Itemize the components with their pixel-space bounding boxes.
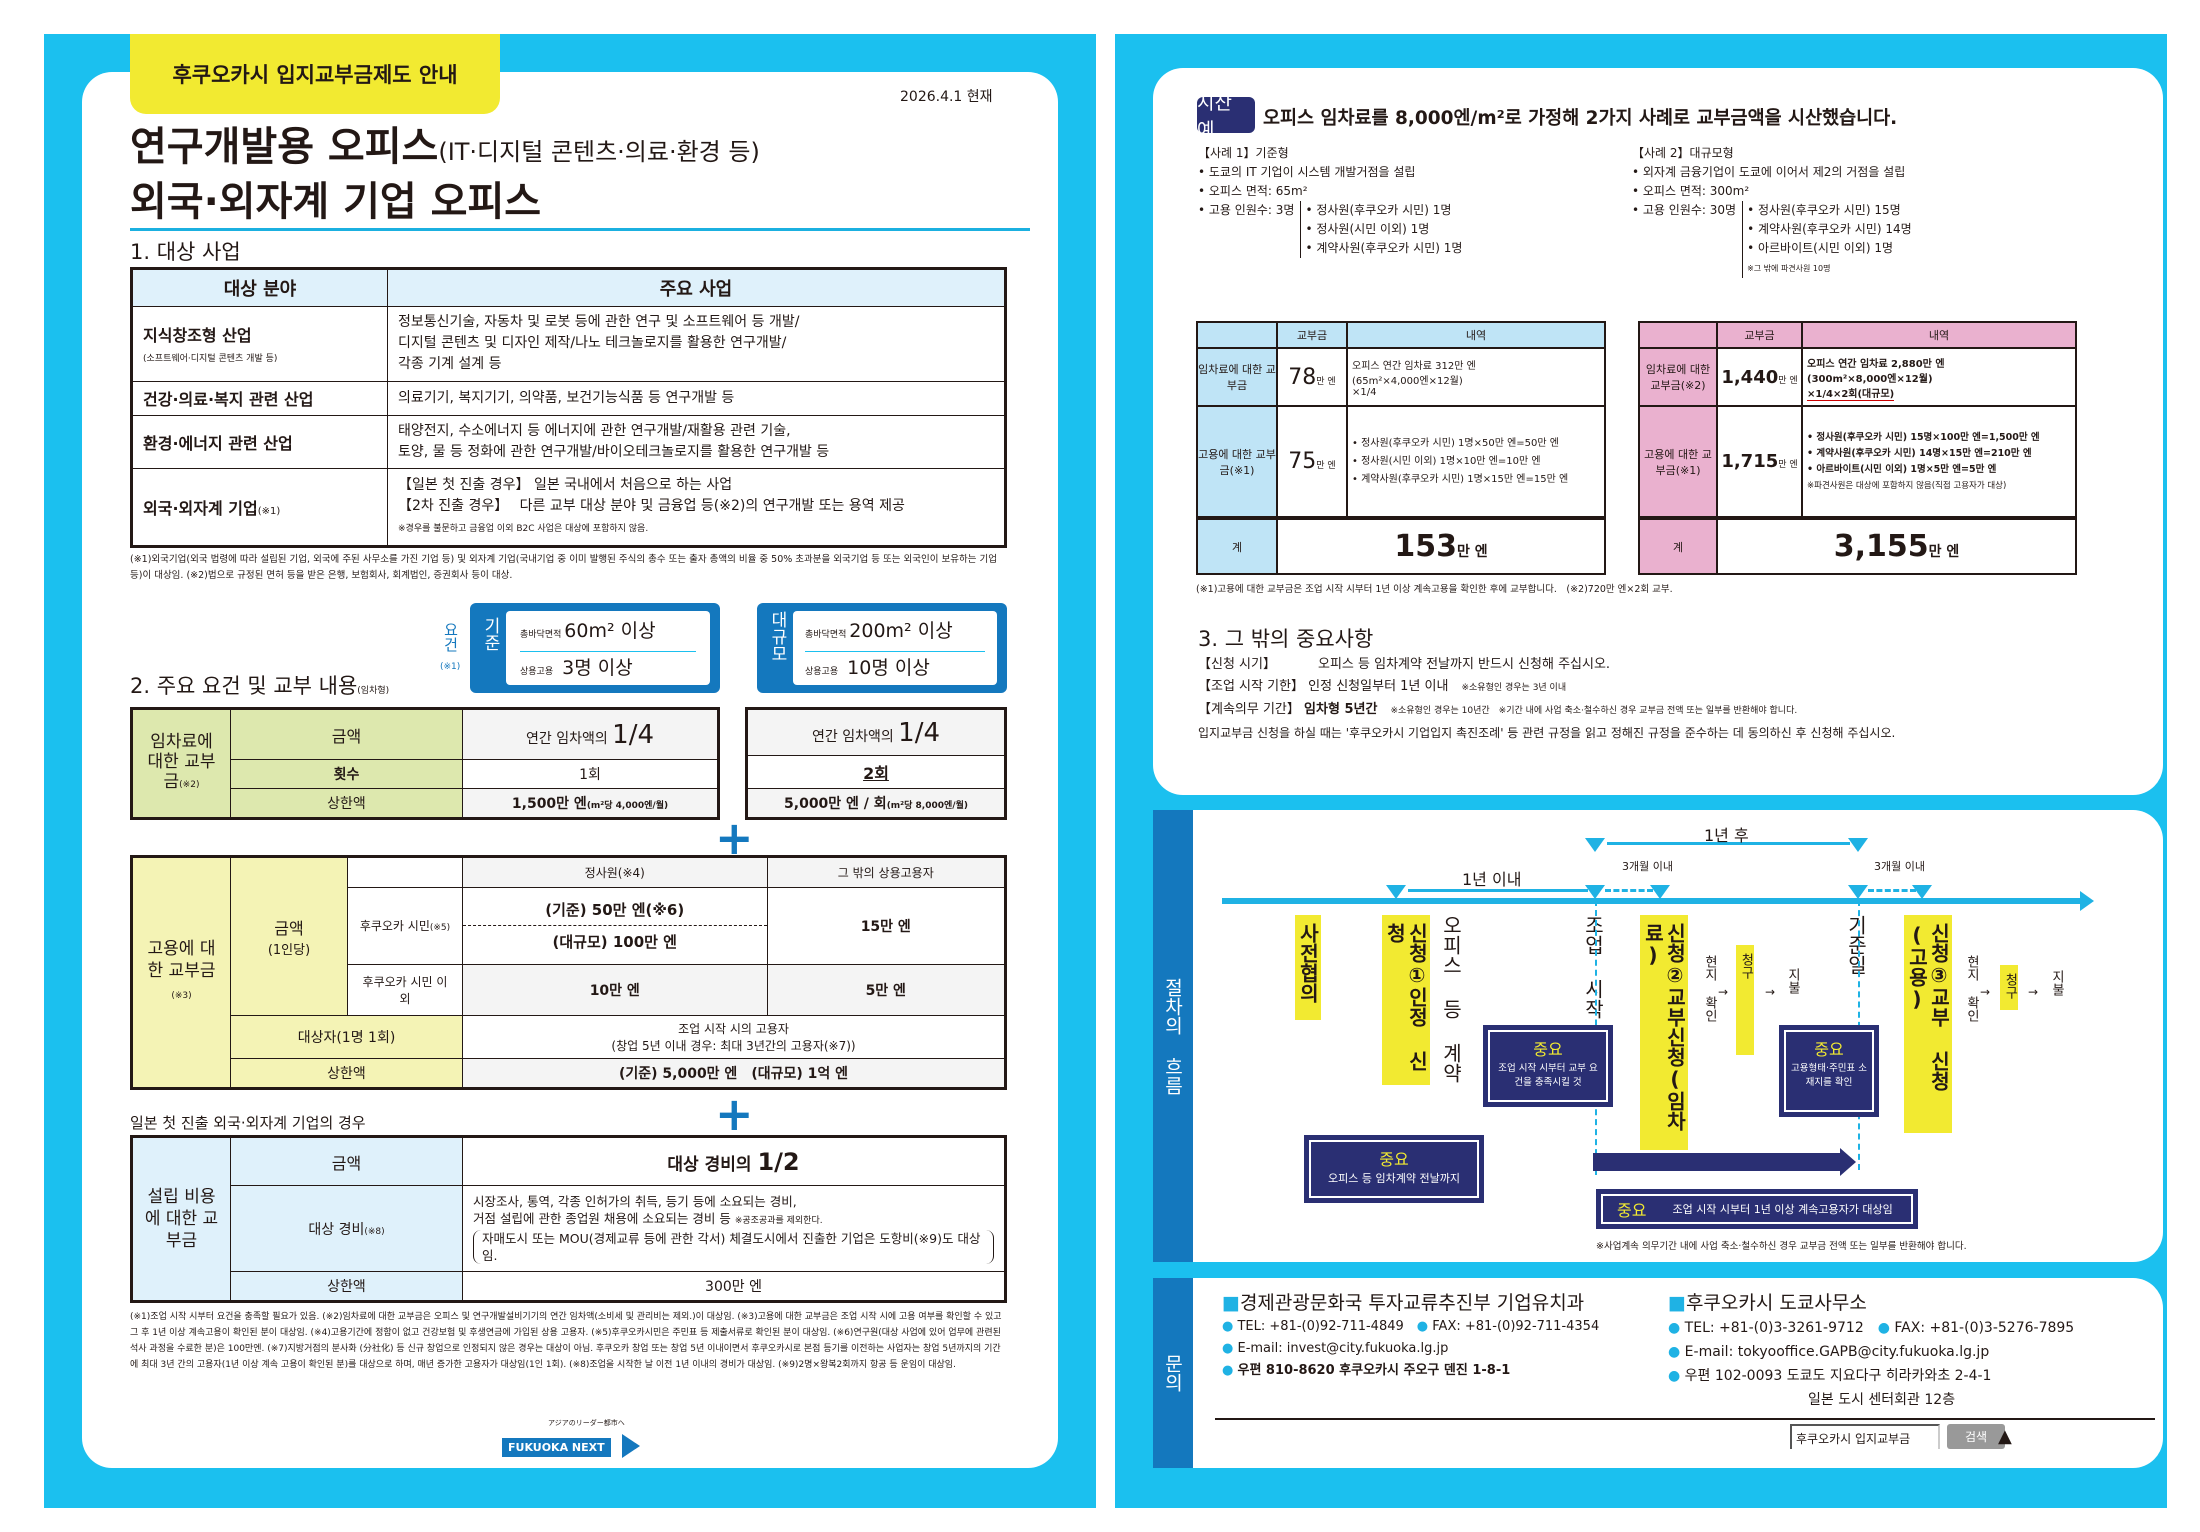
large-requirement-box: 대규모 총바닥면적 200m² 이상 상용고용 10명 이상 bbox=[757, 603, 1007, 693]
continuous-employment-bar bbox=[1593, 1153, 1843, 1171]
case2-description: 【사례 2】대규모형• 외자계 금융기업이 도쿄에 이어서 제2의 거점을 설립… bbox=[1632, 144, 1912, 278]
step-application-3: 신청③교부 신청(고용) bbox=[1904, 915, 1952, 1133]
step-payment: 지불 bbox=[2049, 970, 2064, 996]
span-after-line bbox=[1607, 842, 1850, 845]
table-row: 외국·외자계 기업(※1)【일본 첫 진출 경우】 일본 국내에서 처음으로 하… bbox=[132, 468, 1005, 546]
search-button[interactable]: 검색 bbox=[1947, 1424, 2005, 1449]
contact-tokyo-office: ■후쿠오카시 도쿄사무소 ● TEL: +81-(0)3-3261-9712 ●… bbox=[1668, 1292, 2075, 1408]
marker-base-top-icon bbox=[1848, 838, 1868, 852]
contact-city-hall: ■경제관광문화국 투자교류추진부 기업유치과 ● TEL: +81-(0)92-… bbox=[1222, 1292, 1600, 1378]
title-divider bbox=[130, 228, 1030, 231]
section1-footnote: (※1)외국기업(외국 법령에 따라 설립된 기업, 외국에 주된 사무소를 가… bbox=[130, 554, 997, 581]
step-site-check: 현지 확인 bbox=[1964, 955, 1979, 1022]
table-row: 지식창조형 산업(소프트웨어·디지털 콘텐츠 개발 등)정보통신기술, 자동차 … bbox=[132, 306, 1005, 382]
section2-heading: 2. 주요 요건 및 교부 내용(임차형) bbox=[130, 674, 390, 698]
step-site-check: 현지 확인 bbox=[1702, 955, 1717, 1022]
step-base-date: 기준일 bbox=[1844, 915, 1868, 975]
span-1year-line bbox=[1408, 889, 1588, 892]
step-application-1: 신청①인정 신청 bbox=[1382, 915, 1430, 1085]
standard-requirement-box: 기준 총바닥면적 60m² 이상 상용고용 3명 이상 bbox=[470, 603, 720, 693]
section2-footnotes: (※1)조업 시작 시부터 요건을 충족할 필요가 있음. (※2)임차료에 대… bbox=[130, 1312, 1002, 1370]
email-link[interactable]: E-mail: tokyooffice.GAPB@city.fukuoka.lg… bbox=[1684, 1344, 1990, 1360]
marker-app3-icon bbox=[1912, 885, 1932, 899]
arrow-icon: → bbox=[2028, 985, 2039, 999]
arrow-icon: → bbox=[1718, 985, 1729, 999]
bar-arrowhead-icon bbox=[1840, 1148, 1856, 1176]
employment-grant-table: 고용에 대한 교부금(※3) 금액(1인당) 정사원(※4)그 밖의 상용고용자… bbox=[130, 855, 1007, 1090]
marker-start-icon bbox=[1585, 885, 1605, 899]
flow-note: ※사업계속 의무기간 내에 사업 축소·철수하신 경우 교부금 전액 또는 일부… bbox=[1596, 1241, 1967, 1252]
search-input[interactable]: 후쿠오카시 입지교부금 bbox=[1790, 1424, 1940, 1449]
case1-description: 【사례 1】기준형• 도쿄의 IT 기업이 시스템 개발거점을 설립• 오피스 … bbox=[1198, 144, 1462, 258]
label-within-3-months: 3개월 이내 bbox=[1874, 860, 1925, 873]
timeline-arrowhead-icon bbox=[2080, 891, 2094, 911]
title-main: 연구개발용 오피스 bbox=[130, 124, 439, 170]
contact-side-label: 문의 bbox=[1153, 1278, 1193, 1468]
step-operation-start: 조업 시작 bbox=[1581, 915, 1605, 1019]
title-sub: (IT·디지털 콘텐츠·의료·환경 등) bbox=[438, 138, 760, 166]
case-footnote: (※1)고용에 대한 교부금은 조업 시작 시부터 1년 이상 계속고용을 확인… bbox=[1196, 584, 1673, 595]
section1-heading: 1. 대상 사업 bbox=[130, 240, 241, 264]
other-notes: 3. 그 밖의 중요사항 【신청 시기】오피스 등 임차계약 전날까지 반드시 … bbox=[1198, 627, 1896, 740]
marker-app1-icon bbox=[1386, 885, 1406, 899]
marker-start-top-icon bbox=[1585, 838, 1605, 852]
title-line2: 외국·외자계 기업 오피스 bbox=[130, 179, 542, 225]
step-payment: 지불 bbox=[1785, 968, 1800, 994]
label-within-3-months: 3개월 이내 bbox=[1622, 860, 1673, 873]
contact-divider bbox=[1215, 1418, 2155, 1420]
step-claim: 청구 bbox=[2000, 965, 2019, 1010]
date-label: 2026.4.1 현재 bbox=[900, 89, 993, 105]
timeline-axis bbox=[1222, 898, 2082, 904]
trial-headline: 오피스 임차료를 8,000엔/m²로 가정해 2가지 사례로 교부금액을 시산… bbox=[1263, 108, 1898, 129]
requirement-label: 요건(※1) bbox=[440, 622, 461, 672]
trial-badge: 시산 예 bbox=[1197, 92, 1255, 141]
label-after-1-year: 1년 후 bbox=[1704, 826, 1749, 845]
step-claim: 청구 bbox=[1736, 945, 1755, 1055]
section3-heading: 일본 첫 진출 외국·외자계 기업의 경우 bbox=[130, 1114, 366, 1132]
arrow-icon: → bbox=[1980, 985, 1991, 999]
brochure-tab: 후쿠오카시 입지교부금제도 안내 bbox=[130, 34, 500, 114]
fukuoka-next-logo: アジアのリーダー都市へ FUKUOKA NEXT bbox=[500, 1412, 650, 1462]
step-application-2: 신청②교부신청(임차료) bbox=[1640, 915, 1688, 1150]
arrow-icon: → bbox=[1765, 985, 1776, 999]
plus-icon: + bbox=[715, 1087, 754, 1141]
plus-icon: + bbox=[715, 811, 754, 865]
marker-app2-icon bbox=[1650, 885, 1670, 899]
flow-side-label: 절차의 흐름 bbox=[1153, 810, 1193, 1262]
col-field: 대상 분야 bbox=[132, 269, 388, 307]
email-link[interactable]: E-mail: invest@city.fukuoka.lg.jp bbox=[1237, 1341, 1449, 1356]
cursor-icon: ▲ bbox=[1998, 1426, 2012, 1447]
span-3m-line bbox=[1605, 889, 1653, 892]
marker-base-icon bbox=[1848, 885, 1868, 899]
col-business: 주요 사업 bbox=[387, 269, 1005, 307]
label-within-1-year: 1년 이내 bbox=[1462, 870, 1522, 889]
step-office-contract: 오피스 등 계약 bbox=[1439, 915, 1463, 1083]
rent-grant-large-table: 연간 임차액의 1/4 2회 5,000만 엔 / 회(m²당 8,000엔/월… bbox=[745, 707, 1007, 820]
span-3m-line bbox=[1868, 889, 1916, 892]
page-title: 연구개발용 오피스(IT·디지털 콘텐츠·의료·환경 등) 외국·외자계 기업 … bbox=[130, 122, 760, 227]
step-pre-consultation: 사전협의 bbox=[1295, 915, 1321, 1020]
